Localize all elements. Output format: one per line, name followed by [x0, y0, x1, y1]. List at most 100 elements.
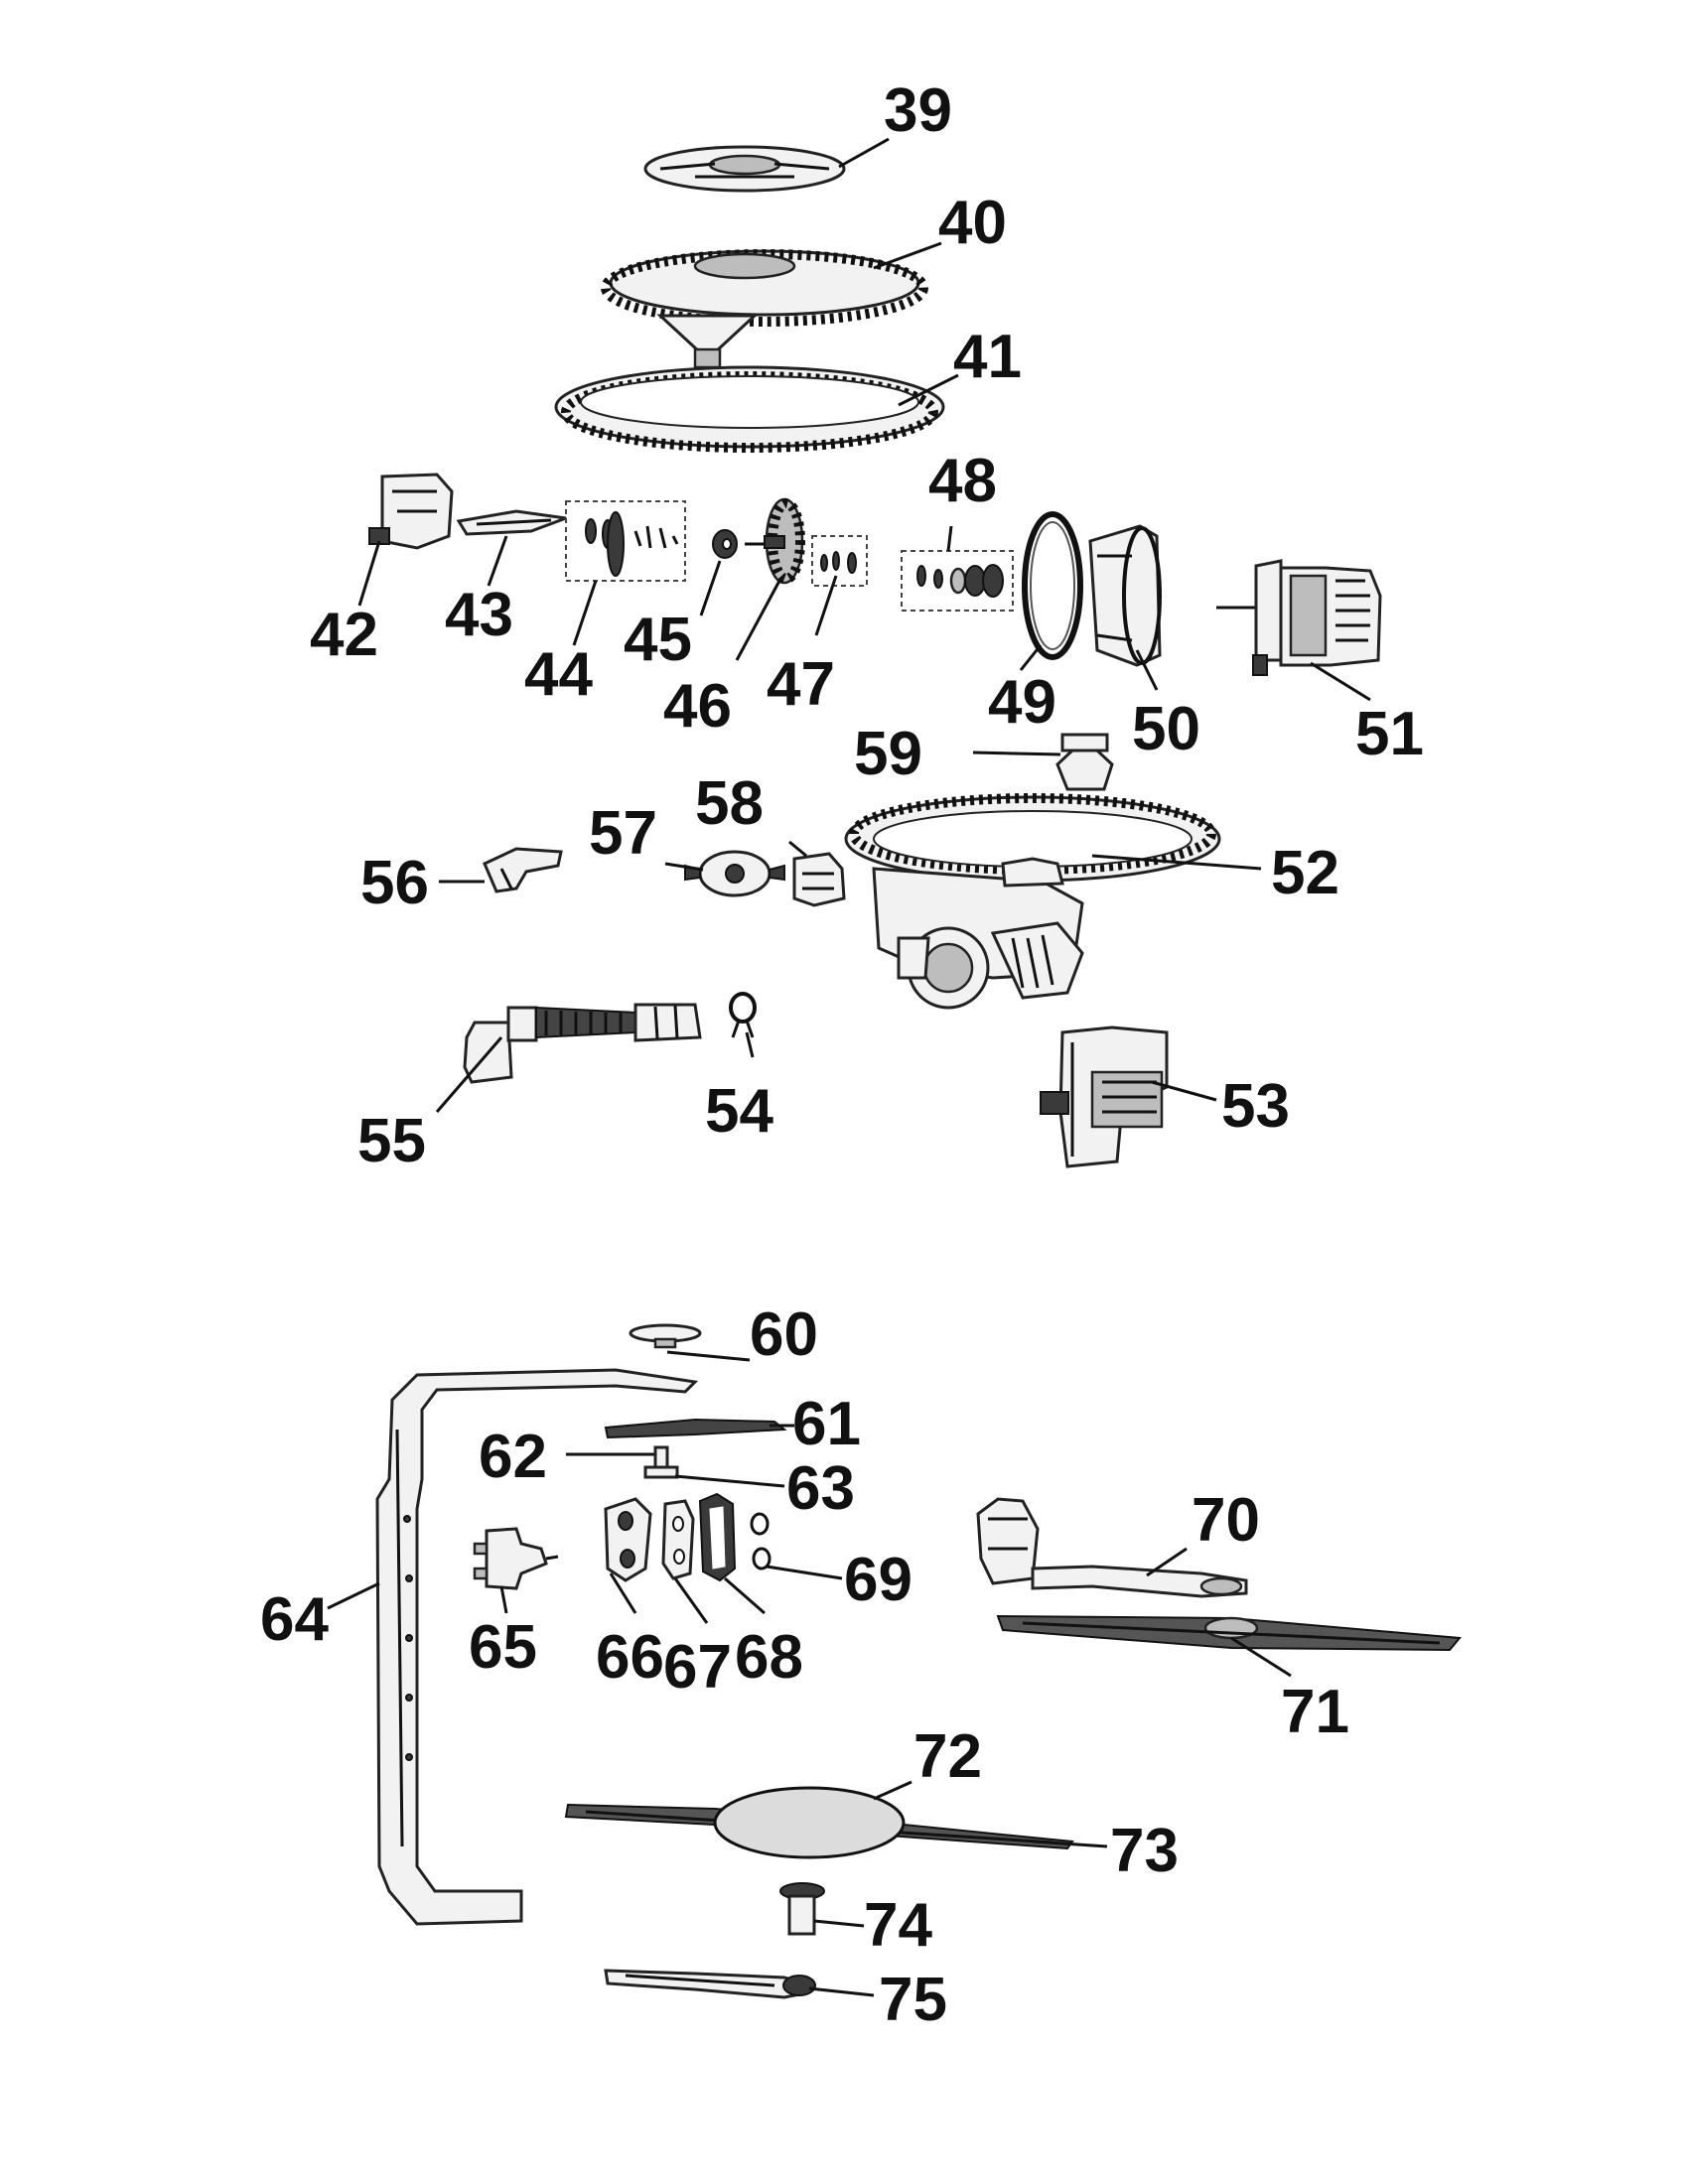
leader-40 [873, 241, 942, 270]
part-58-clip [792, 852, 846, 907]
callout-47: 47 [767, 650, 835, 719]
part-65-valve [473, 1527, 559, 1590]
part-49-gasket [1022, 511, 1083, 660]
leader-71 [1230, 1636, 1292, 1678]
callout-40: 40 [938, 189, 1007, 257]
leader-42 [357, 540, 381, 607]
callout-44: 44 [524, 640, 593, 709]
leader-47 [814, 575, 838, 636]
callout-57: 57 [589, 799, 657, 868]
part-66-manifold-plate [604, 1497, 652, 1582]
callout-53: 53 [1221, 1072, 1290, 1141]
callout-75: 75 [879, 1966, 947, 2034]
part-42-housing-cover [368, 473, 454, 550]
part-70-upper-spray-arm-feed [976, 1497, 1248, 1598]
part-43-blade [456, 509, 567, 536]
part-72-spray-arm-hub [713, 1786, 906, 1859]
part-56-latch [483, 847, 563, 893]
part-46-impeller [745, 497, 805, 585]
callout-67: 67 [663, 1633, 732, 1702]
leader-66 [609, 1572, 637, 1614]
leader-39 [838, 137, 890, 169]
part-51-motor [1216, 559, 1382, 676]
leader-67 [673, 1577, 709, 1624]
part-41-fine-filter [554, 365, 945, 453]
callout-56: 56 [360, 849, 429, 917]
callout-69: 69 [844, 1546, 912, 1614]
callout-49: 49 [988, 668, 1056, 737]
callout-63: 63 [786, 1454, 855, 1523]
part-50-motor-flange [1088, 524, 1162, 667]
part-40-coarse-filter [601, 249, 928, 369]
callout-45: 45 [624, 606, 692, 674]
part-59-cap [1055, 733, 1114, 791]
callout-46: 46 [663, 672, 732, 741]
part-64-supply-tube [375, 1368, 699, 1926]
callout-55: 55 [357, 1107, 426, 1175]
part-57-bracket [684, 850, 785, 897]
callout-43: 43 [445, 581, 513, 649]
leader-73 [1032, 1840, 1108, 1848]
callout-41: 41 [953, 323, 1022, 391]
leader-46 [735, 580, 781, 661]
callout-42: 42 [310, 601, 378, 669]
callout-65: 65 [469, 1613, 537, 1682]
leader-57 [664, 862, 704, 872]
callout-70: 70 [1192, 1486, 1260, 1555]
leader-50 [1135, 649, 1159, 691]
part-55-drain-hose [463, 1003, 702, 1084]
part-54-hose-clamp [729, 992, 757, 1038]
leader-70 [1146, 1547, 1188, 1577]
callout-71: 71 [1281, 1678, 1349, 1746]
callout-48: 48 [928, 447, 997, 515]
part-61-upper-arm [604, 1418, 787, 1439]
leader-48 [946, 525, 953, 552]
part-52-sump-housing [844, 793, 1221, 1010]
callout-59: 59 [854, 720, 922, 788]
part-68-seal [698, 1492, 737, 1582]
part-67-gasket [661, 1499, 695, 1580]
leader-53 [1151, 1080, 1217, 1102]
callout-51: 51 [1355, 700, 1424, 768]
leader-44 [572, 580, 598, 646]
leader-72 [873, 1780, 912, 1801]
callout-62: 62 [479, 1423, 547, 1491]
callout-39: 39 [884, 76, 952, 145]
part-71-upper-spray-arm [996, 1614, 1462, 1652]
callout-68: 68 [735, 1623, 803, 1692]
callout-52: 52 [1271, 839, 1339, 907]
leader-68 [724, 1576, 766, 1615]
callout-74: 74 [864, 1891, 932, 1960]
leader-41 [898, 373, 959, 407]
part-44-seal-kit [565, 500, 686, 582]
callout-54: 54 [705, 1077, 773, 1146]
leader-43 [487, 535, 508, 587]
part-47-bearing-kit [811, 535, 868, 587]
leader-55 [435, 1036, 503, 1113]
leader-69 [766, 1565, 843, 1580]
part-63-pin [643, 1445, 679, 1479]
callout-66: 66 [596, 1623, 664, 1692]
callout-60: 60 [750, 1300, 818, 1369]
leader-58 [788, 840, 807, 858]
callout-64: 64 [260, 1585, 329, 1654]
part-45-washer [712, 529, 738, 559]
part-74-spray-arm-nut [779, 1882, 825, 1936]
leader-59 [972, 751, 1061, 756]
leader-63 [674, 1474, 785, 1488]
part-53-drain-pump [1040, 1025, 1169, 1168]
leader-75 [808, 1986, 875, 1997]
leader-49 [1019, 644, 1043, 671]
leader-45 [699, 560, 722, 616]
leader-64 [327, 1581, 380, 1610]
callout-73: 73 [1110, 1817, 1179, 1885]
part-75-bottom-arm [604, 1969, 816, 1999]
callout-61: 61 [792, 1390, 861, 1458]
part-48-seal-kit [901, 550, 1014, 612]
leader-51 [1310, 661, 1371, 702]
part-39-filter-cap [643, 145, 846, 193]
callout-72: 72 [913, 1722, 982, 1791]
leader-74 [813, 1919, 865, 1928]
leader-52 [1091, 854, 1262, 871]
leader-54 [745, 1031, 755, 1058]
